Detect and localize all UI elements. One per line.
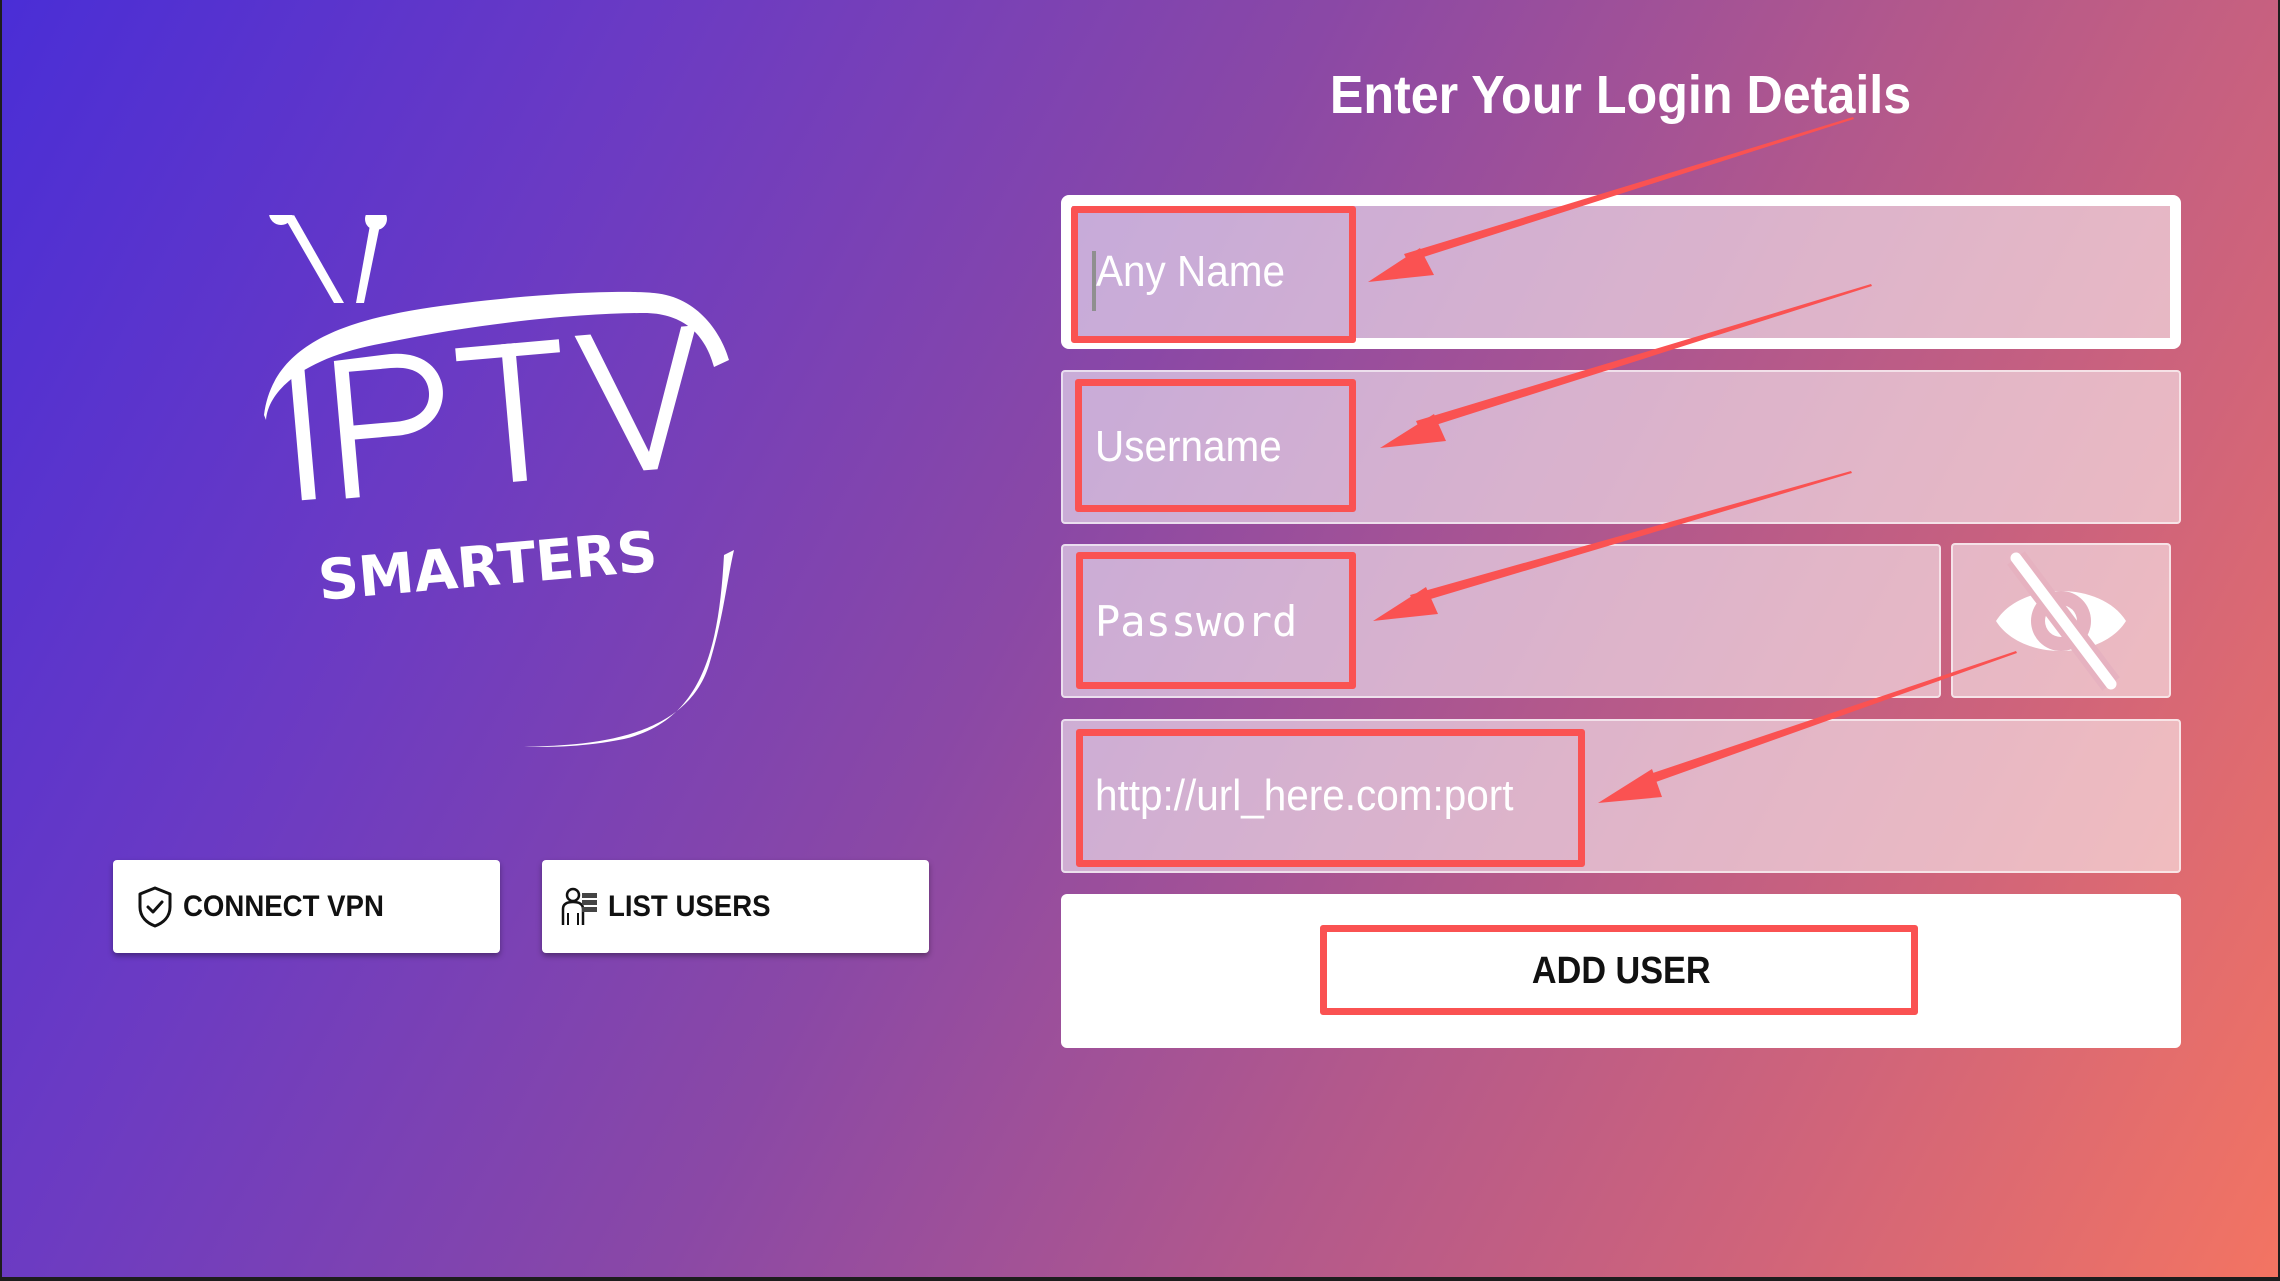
server-url-input[interactable]: http://url_here.com:port — [1061, 719, 2181, 873]
connect-vpn-label: CONNECT VPN — [183, 889, 384, 923]
logo-smarters-text: SMARTERS — [316, 520, 660, 614]
eye-off-icon — [1996, 550, 2126, 691]
password-placeholder: Password — [1095, 596, 1298, 646]
add-user-label: ADD USER — [1531, 949, 1711, 992]
username-input[interactable]: Username — [1061, 370, 2181, 524]
list-users-button[interactable]: LIST USERS — [542, 860, 929, 953]
password-visibility-toggle[interactable] — [1951, 543, 2171, 698]
user-list-icon — [561, 887, 597, 925]
any-name-input[interactable]: Any Name — [1061, 195, 2181, 349]
connect-vpn-button[interactable]: CONNECT VPN — [113, 860, 500, 953]
text-cursor — [1092, 251, 1096, 311]
shield-check-icon — [138, 886, 172, 927]
list-users-label: LIST USERS — [608, 889, 771, 923]
any-name-placeholder: Any Name — [1096, 247, 1285, 296]
add-user-button[interactable]: ADD USER — [1061, 894, 2181, 1048]
server-url-placeholder: http://url_here.com:port — [1095, 771, 1514, 820]
iptv-smarters-logo: SMARTERS — [264, 215, 734, 747]
password-input[interactable]: Password — [1061, 544, 1941, 698]
username-placeholder: Username — [1095, 422, 1282, 471]
page-title: Enter Your Login Details — [1329, 65, 1912, 125]
